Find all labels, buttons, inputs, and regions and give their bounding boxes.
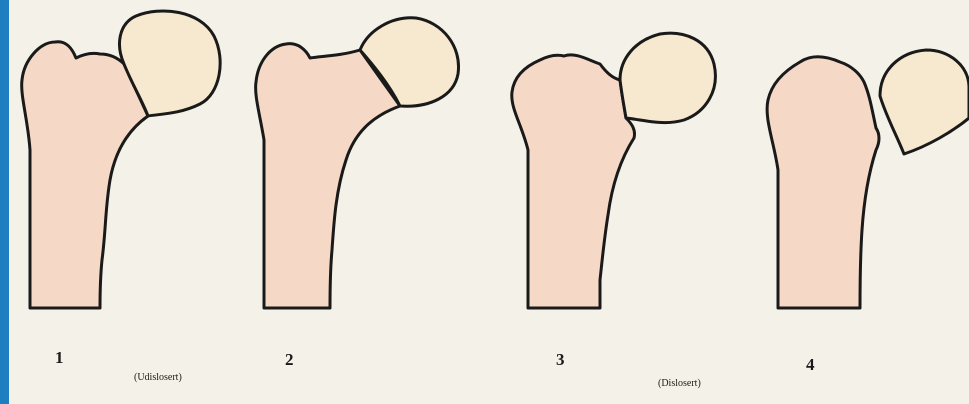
femur-shaft-2 bbox=[256, 44, 400, 308]
femur-shaft-1 bbox=[22, 42, 148, 308]
stage-number-3: 3 bbox=[556, 350, 565, 370]
femoral-head-3 bbox=[620, 33, 715, 122]
stage-number-4: 4 bbox=[806, 355, 815, 375]
femur-stage-1 bbox=[22, 11, 220, 308]
femur-stage-2 bbox=[256, 18, 459, 308]
femur-stage-4 bbox=[767, 50, 969, 308]
femur-shaft-3 bbox=[512, 55, 635, 308]
femoral-head-4 bbox=[880, 50, 969, 154]
femur-shaft-4 bbox=[767, 57, 879, 308]
caption-undisplaced: (Udislosert) bbox=[134, 372, 182, 383]
femur-stage-3 bbox=[512, 33, 716, 308]
stage-number-2: 2 bbox=[285, 350, 294, 370]
caption-displaced: (Dislosert) bbox=[658, 378, 701, 389]
stage-number-1: 1 bbox=[55, 348, 64, 368]
